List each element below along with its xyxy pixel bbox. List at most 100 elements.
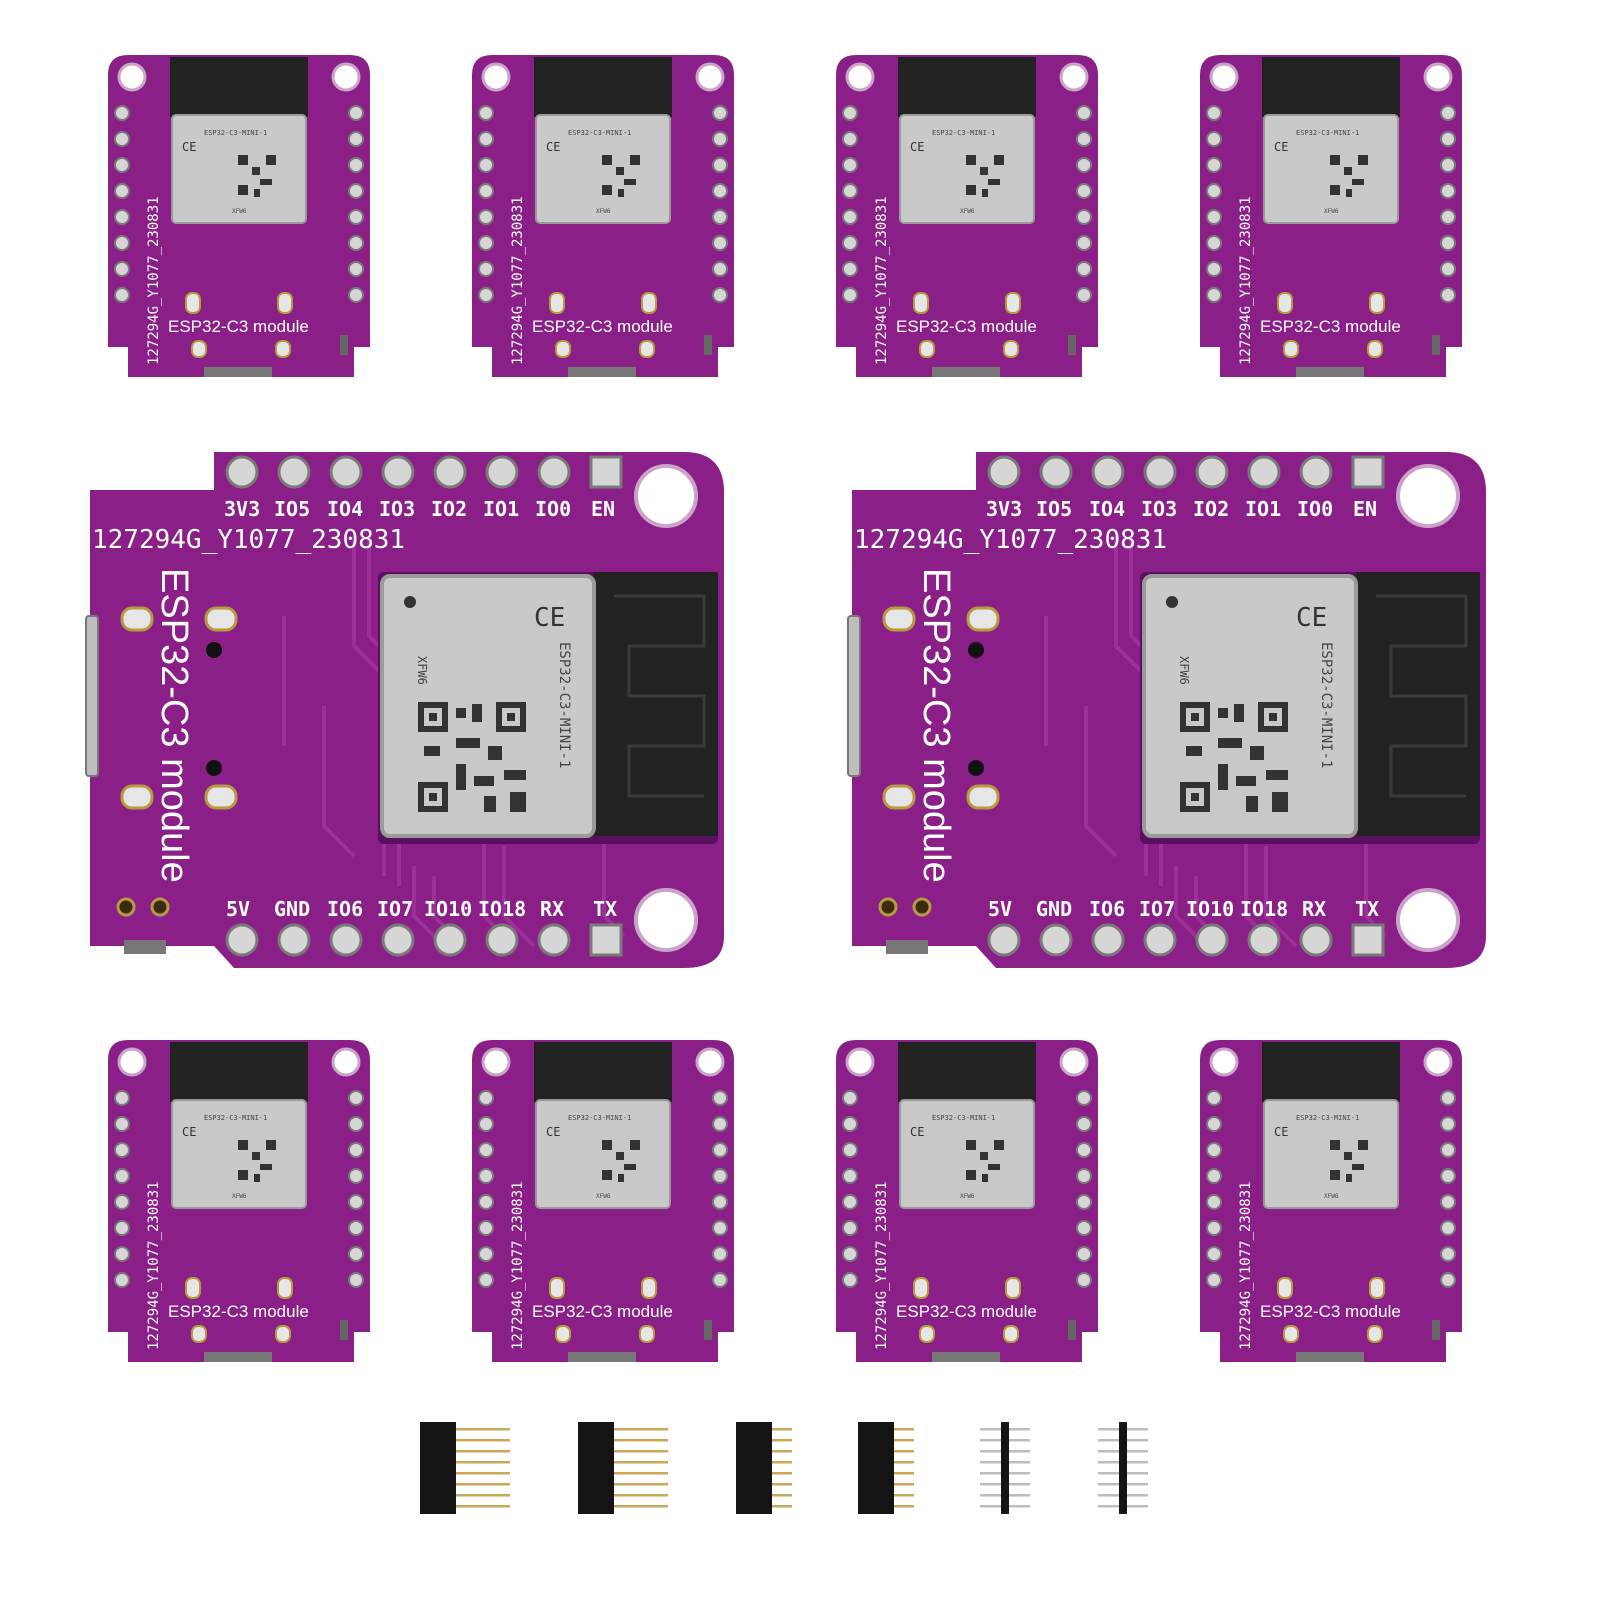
small-board-svg: ESP32-C3-MINI-1 CE XFW6 127294G_Y1077_23…	[836, 1040, 1098, 1362]
bottom-pin-pads	[225, 923, 623, 957]
large-board-1: 3V3 IO5 IO4 IO3 IO2 IO1 IO0 EN 127294G_Y…	[84, 446, 734, 976]
pin-label: IO18	[1240, 897, 1288, 921]
smd-pad	[191, 340, 207, 358]
antenna-area	[898, 57, 1036, 117]
mounting-hole	[695, 62, 725, 92]
mounting-hole	[1423, 1047, 1453, 1077]
rf-shield	[1263, 1099, 1399, 1209]
serial-label: 127294G_Y1077_230831	[510, 196, 526, 365]
ce-mark: CE	[534, 603, 565, 633]
rf-shield	[171, 1099, 307, 1209]
smd-pad	[555, 340, 571, 358]
rf-shield	[535, 114, 671, 224]
mounting-hole	[1209, 62, 1239, 92]
shield-text: ESP32-C3-MINI-1	[1296, 1114, 1359, 1122]
ce-mark: CE	[546, 140, 560, 154]
mounting-hole	[845, 1047, 875, 1077]
smd-pad	[275, 340, 291, 358]
smd-pad	[1367, 1325, 1383, 1343]
shield-code: XFW6	[1177, 656, 1191, 685]
pin-label: IO7	[1139, 897, 1175, 921]
small-board-svg: ESP32-C3-MINI-1 CE XFW6 127294G_Y1077_23…	[1200, 1040, 1462, 1362]
smd-pad	[639, 1325, 655, 1343]
smd-pad	[1369, 292, 1385, 314]
smd-pad	[1003, 1325, 1019, 1343]
serial-label: 127294G_Y1077_230831	[1238, 1181, 1254, 1350]
pin-label: IO5	[274, 497, 310, 521]
top-pin-labels: 3V3 IO5 IO4 IO3 IO2 IO1 IO0 EN	[224, 497, 615, 521]
serial-label: 127294G_Y1077_230831	[874, 196, 890, 365]
qr-code	[602, 155, 640, 197]
female-pin-header	[420, 1422, 510, 1514]
mounting-hole	[1423, 62, 1453, 92]
qr-code	[966, 1140, 1004, 1182]
qr-code	[1330, 1140, 1368, 1182]
pin-label: 3V3	[224, 497, 260, 521]
shield-text: ESP32-C3-MINI-1	[1318, 642, 1334, 768]
rf-shield	[535, 1099, 671, 1209]
header-svg	[420, 1422, 510, 1514]
smd-pads	[116, 606, 238, 917]
qr-code	[1176, 698, 1294, 816]
pin-label: TX	[1355, 897, 1379, 921]
serial-label: 127294G_Y1077_230831	[92, 525, 405, 555]
usb-c-port	[847, 615, 861, 777]
small-board-svg: ESP32-C3-MINI-1 CE XFW6 127294G_Y1077_23…	[1200, 55, 1462, 377]
module-label: ESP32-C3 module	[896, 1302, 1037, 1321]
module-label: ESP32-C3 module	[168, 1302, 309, 1321]
small-board-svg: ESP32-C3-MINI-1 CE XFW6 127294G_Y1077_23…	[472, 55, 734, 377]
mounting-hole	[1059, 1047, 1089, 1077]
pin1-marker	[1166, 596, 1178, 608]
side-pin-pads	[1206, 1090, 1456, 1288]
shield-text: ESP32-C3-MINI-1	[204, 1114, 267, 1122]
smd-pads	[878, 606, 1000, 917]
shield-code: XFW6	[1324, 208, 1339, 215]
shield-text: ESP32-C3-MINI-1	[932, 1114, 995, 1122]
module-label: ESP32-C3 module	[153, 568, 195, 883]
pin-label: IO6	[327, 897, 363, 921]
small-board: ESP32-C3-MINI-1 CE XFW6 127294G_Y1077_23…	[1200, 55, 1462, 377]
side-pin-pads	[478, 105, 728, 303]
side-button	[340, 1320, 348, 1340]
small-board: ESP32-C3-MINI-1 CE XFW6 127294G_Y1077_23…	[108, 1040, 370, 1362]
small-board: ESP32-C3-MINI-1 CE XFW6 127294G_Y1077_23…	[836, 55, 1098, 377]
shield-text: ESP32-C3-MINI-1	[556, 642, 572, 768]
serial-label: 127294G_Y1077_230831	[510, 1181, 526, 1350]
smd-pad	[641, 292, 657, 314]
smd-pad	[1283, 340, 1299, 358]
side-button	[1068, 1320, 1076, 1340]
shield-code: XFW6	[960, 208, 975, 215]
shield-code: XFW6	[232, 1193, 247, 1200]
small-board: ESP32-C3-MINI-1 CE XFW6 127294G_Y1077_23…	[836, 1040, 1098, 1362]
mounting-hole	[1396, 464, 1460, 528]
rf-shield	[171, 114, 307, 224]
side-button	[704, 335, 712, 355]
header-svg	[578, 1422, 668, 1514]
side-button	[1432, 1320, 1440, 1340]
top-pin-labels: 3V3 IO5 IO4 IO3 IO2 IO1 IO0 EN	[986, 497, 1377, 521]
pin-label: IO1	[483, 497, 519, 521]
usb-c-port	[932, 367, 1000, 377]
bottom-pin-labels: 5V GND IO6 IO7 IO10 IO18 RX TX	[226, 897, 617, 921]
pin-label: 3V3	[986, 497, 1022, 521]
male-pin-header	[980, 1422, 1030, 1514]
top-pin-pads	[987, 455, 1385, 489]
antenna-area	[1356, 572, 1480, 836]
side-button	[704, 1320, 712, 1340]
mounting-hole	[481, 1047, 511, 1077]
qr-code	[238, 155, 276, 197]
mounting-hole	[117, 1047, 147, 1077]
header-svg	[736, 1422, 792, 1514]
shield-code: XFW6	[596, 208, 611, 215]
serial-label: 127294G_Y1077_230831	[874, 1181, 890, 1350]
smd-pad	[1005, 292, 1021, 314]
side-button	[886, 940, 928, 954]
female-pin-header	[578, 1422, 668, 1514]
antenna-area	[1262, 57, 1400, 117]
ce-mark: CE	[182, 1125, 196, 1139]
ce-mark: CE	[546, 1125, 560, 1139]
qr-code	[414, 698, 532, 816]
smd-pad	[641, 1277, 657, 1299]
smd-pad	[185, 1277, 201, 1299]
pin-label: EN	[591, 497, 615, 521]
